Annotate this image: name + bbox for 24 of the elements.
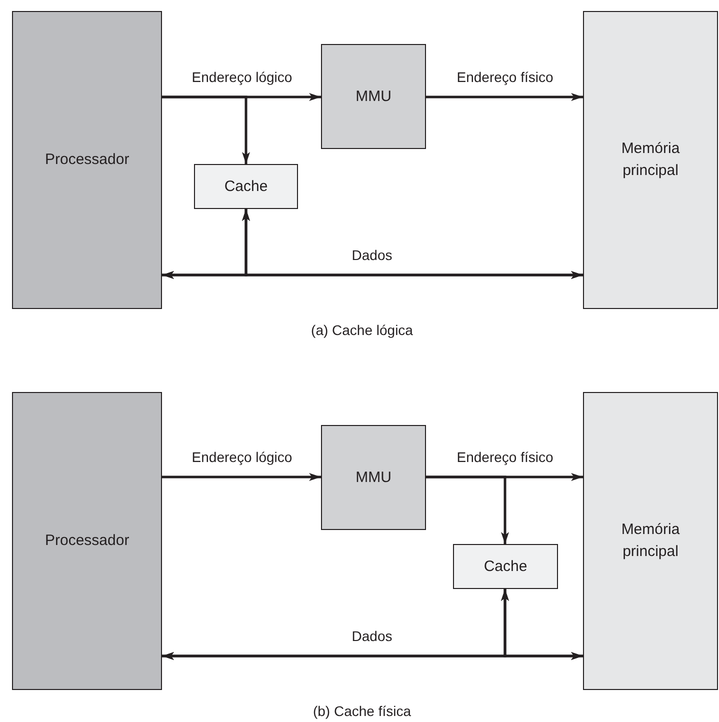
block-label: Processador bbox=[44, 531, 130, 551]
arrow bbox=[162, 96, 250, 164]
arrow bbox=[426, 93, 583, 101]
block-label: Memória principal bbox=[620, 520, 681, 562]
figure-caption: (b) Cache física bbox=[312, 702, 412, 720]
arrow bbox=[242, 209, 583, 279]
mmu-block bbox=[321, 425, 426, 530]
block-label: Cache bbox=[482, 556, 528, 576]
memory-block bbox=[583, 11, 718, 309]
block-label: MMU bbox=[354, 468, 392, 488]
block-label: Memória principal bbox=[620, 139, 681, 181]
figure-caption: (a) Cache lógica bbox=[311, 321, 413, 339]
processor-block bbox=[12, 392, 162, 690]
cache-block bbox=[194, 164, 298, 209]
arrow bbox=[162, 473, 321, 481]
block-label: MMU bbox=[354, 86, 392, 106]
mmu-block bbox=[321, 44, 426, 149]
cache-block bbox=[453, 544, 558, 589]
block-label: Cache bbox=[223, 176, 269, 196]
arrow bbox=[426, 476, 509, 544]
processor-block bbox=[12, 11, 162, 309]
arrow bbox=[501, 589, 583, 660]
memory-block bbox=[583, 392, 718, 690]
block-label: Processador bbox=[44, 150, 130, 170]
